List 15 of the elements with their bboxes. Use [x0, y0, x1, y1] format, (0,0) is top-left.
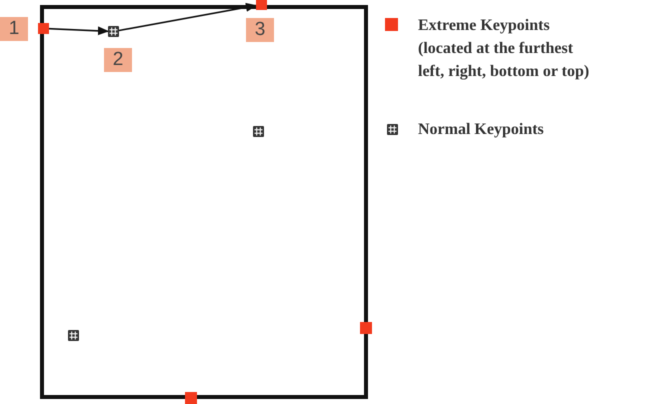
callout-number: 2: [104, 48, 132, 72]
callout-number: 3: [246, 18, 274, 42]
callout-number: 1: [0, 17, 28, 41]
legend-label: Extreme Keypoints (located at the furthest left, right, bottom or top): [418, 16, 590, 82]
extreme-keypoint-marker: [185, 392, 197, 404]
keypoint-grid-icon: [68, 330, 79, 341]
arrow: [118, 2, 258, 32]
keypoint-grid-icon: [108, 26, 119, 37]
keypoint-grid-icon: [253, 126, 264, 137]
extreme-keypoint-marker: [360, 322, 372, 334]
legend-label: Normal Keypoints: [418, 120, 545, 140]
frame-rectangle: [40, 5, 368, 399]
extreme-keypoint-marker: [256, 0, 267, 10]
extreme-keypoint-marker: [38, 23, 49, 34]
arrow: [48, 26, 110, 36]
